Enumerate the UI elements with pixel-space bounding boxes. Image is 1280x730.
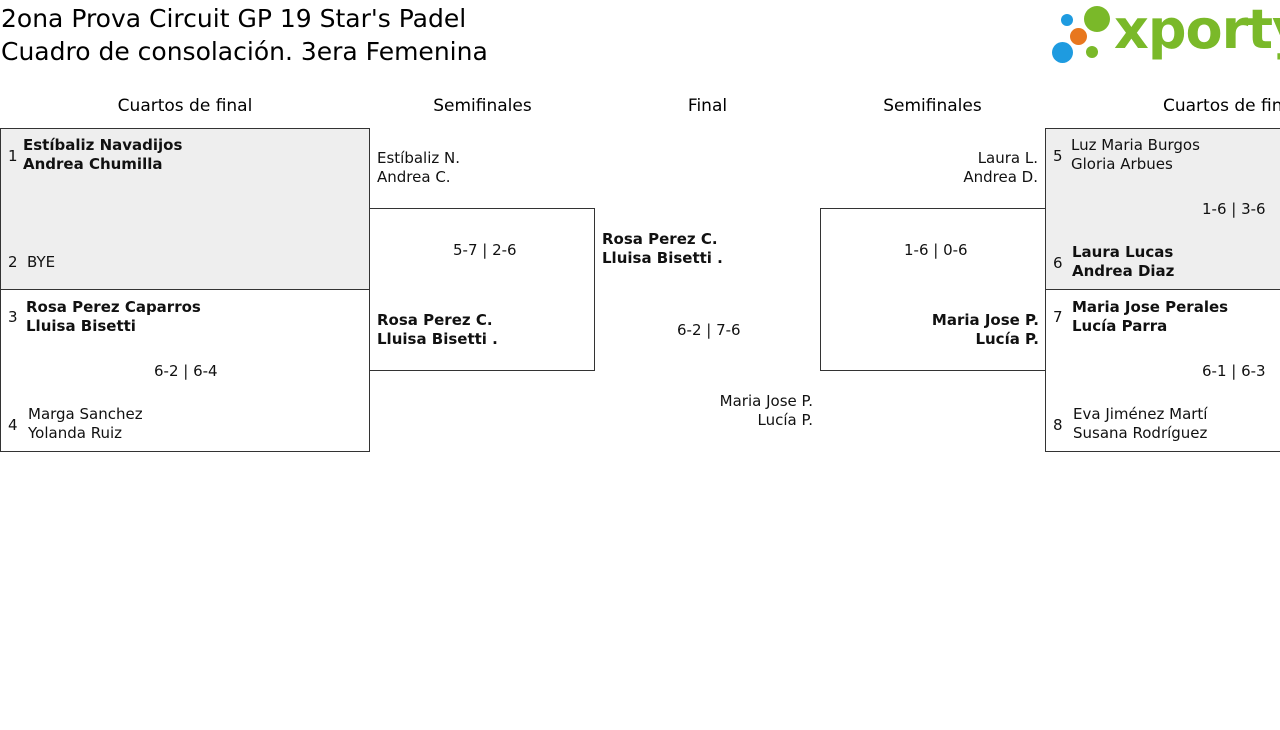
player-name: Lucía Parra (1072, 317, 1168, 335)
player-name: Lluisa Bisetti (26, 317, 136, 335)
team-name: Maria Jose Perales Lucía Parra (1072, 298, 1228, 336)
match-score: 1-6 | 3-6 (1202, 200, 1266, 218)
logo-dot-blue-small-icon (1061, 14, 1073, 26)
player-name: Yolanda Ruiz (28, 424, 122, 442)
round-heading-left-sf: Semifinales (433, 96, 532, 116)
team-name: BYE (27, 253, 56, 271)
match-left-qf-2[interactable]: 3 Rosa Perez Caparros Lluisa Bisetti 6-2… (0, 289, 370, 452)
player-name: Marga Sanchez (28, 405, 143, 423)
team-name: Eva Jiménez Martí Susana Rodríguez (1073, 405, 1207, 443)
tournament-title: 2ona Prova Circuit GP 19 Star's Padel Cu… (1, 2, 488, 68)
player-name: Andrea Chumilla (23, 155, 163, 173)
round-heading-final: Final (687, 96, 728, 116)
team-name: Laura Lucas Andrea Diaz (1072, 243, 1174, 281)
logo-dot-blue-large-icon (1052, 42, 1073, 63)
player-name: Lluisa Bisetti . (377, 330, 498, 348)
player-name: Andrea Diaz (1072, 262, 1175, 280)
round-heading-right-sf: Semifinales (883, 96, 982, 116)
player-name: Andrea C. (377, 168, 451, 186)
player-name: Laura Lucas (1072, 243, 1174, 261)
seed-number: 6 (1053, 254, 1063, 272)
match-right-qf-1[interactable]: 5 Luz Maria Burgos Gloria Arbues 1-6 | 3… (1045, 128, 1280, 290)
final-score: 6-2 | 7-6 (677, 321, 741, 339)
match-left-qf-1[interactable]: 1 Estíbaliz Navadijos Andrea Chumilla 2 … (0, 128, 370, 290)
logo-dot-green-top-icon (1084, 6, 1110, 32)
logo-dot-orange-icon (1070, 28, 1087, 45)
player-name: Susana Rodríguez (1073, 424, 1208, 442)
final-team-b: Maria Jose P. Lucía P. (620, 392, 813, 430)
seed-number: 2 (8, 253, 18, 271)
player-name: Lluisa Bisetti . (602, 249, 723, 267)
team-name: Maria Jose P. Lucía P. (831, 311, 1039, 349)
match-score: 1-6 | 0-6 (904, 241, 968, 259)
final-team-a: Rosa Perez C. Lluisa Bisetti . (602, 230, 723, 268)
round-heading-left-qf: Cuartos de final (117, 96, 253, 116)
player-name: Andrea D. (963, 168, 1038, 186)
player-name: Lucía P. (975, 330, 1039, 348)
logo-dot-green-small-icon (1086, 46, 1098, 58)
match-right-qf-2[interactable]: 7 Maria Jose Perales Lucía Parra 6-1 | 6… (1045, 289, 1280, 452)
player-name: Maria Jose P. (719, 392, 813, 410)
player-name: Estíbaliz Navadijos (23, 136, 183, 154)
player-name: Rosa Perez C. (377, 311, 493, 329)
player-name: Eva Jiménez Martí (1073, 405, 1208, 423)
seed-number: 3 (8, 308, 18, 326)
team-name: Rosa Perez C. Lluisa Bisetti . (377, 311, 498, 349)
player-name: Maria Jose Perales (1072, 298, 1229, 316)
seed-number: 4 (8, 416, 18, 434)
xporty-logo: xporty (1052, 0, 1280, 66)
team-name: Marga Sanchez Yolanda Ruiz (28, 405, 143, 443)
player-name: Maria Jose P. (931, 311, 1039, 329)
player-name: Gloria Arbues (1071, 155, 1173, 173)
match-right-sf[interactable]: 1-6 | 0-6 Maria Jose P. Lucía P. (820, 208, 1046, 371)
match-left-sf[interactable]: 5-7 | 2-6 Rosa Perez C. Lluisa Bisetti . (369, 208, 595, 371)
seed-number: 7 (1053, 308, 1063, 326)
player-name: Laura L. (977, 149, 1038, 167)
match-score: 6-1 | 6-3 (1202, 362, 1266, 380)
title-line-1: 2ona Prova Circuit GP 19 Star's Padel (1, 4, 467, 33)
match-score: 5-7 | 2-6 (453, 241, 517, 259)
team-name: Estíbaliz Navadijos Andrea Chumilla (23, 136, 182, 174)
left-sf-team-a: Estíbaliz N. Andrea C. (377, 149, 460, 187)
seed-number: 8 (1053, 416, 1063, 434)
title-line-2: Cuadro de consolación. 3era Femenina (1, 37, 488, 66)
player-name: Rosa Perez Caparros (26, 298, 201, 316)
player-name: Luz Maria Burgos (1071, 136, 1200, 154)
player-name: Lucía P. (757, 411, 813, 429)
team-name: Luz Maria Burgos Gloria Arbues (1071, 136, 1200, 174)
match-score: 6-2 | 6-4 (154, 362, 218, 380)
right-sf-team-a: Laura L. Andrea D. (840, 149, 1038, 187)
logo-text: xporty (1114, 0, 1280, 61)
seed-number: 5 (1053, 147, 1063, 165)
team-name: Rosa Perez Caparros Lluisa Bisetti (26, 298, 201, 336)
player-name: Rosa Perez C. (602, 230, 718, 248)
round-heading-right-qf: Cuartos de final (1163, 96, 1280, 116)
player-name: Estíbaliz N. (377, 149, 461, 167)
seed-number: 1 (8, 147, 18, 165)
